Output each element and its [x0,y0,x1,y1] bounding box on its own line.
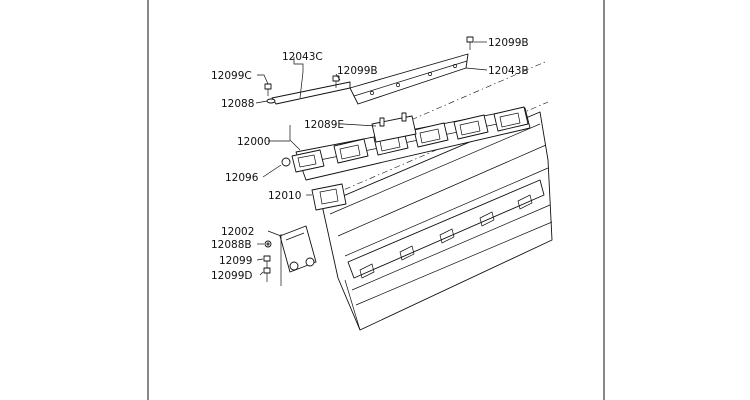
label-12010: 12010 [268,190,301,202]
washer-12088 [266,98,276,104]
label-12043B: 12043B [488,65,529,77]
gasket-12010 [311,183,347,211]
bolt-12099 [263,255,271,268]
bolt-12099B-top [466,36,474,50]
label-12088B: 12088B [211,239,252,251]
bolt-12099D [263,267,271,282]
label-12089E: 12089E [304,119,344,131]
bolt-12099C [264,83,272,96]
cylinder-head-block [321,111,553,331]
label-12002: 12002 [221,226,254,238]
label-12099D: 12099D [211,270,253,282]
label-12043C: 12043C [282,51,323,63]
label-12000: 12000 [237,136,270,148]
nut-12096 [281,157,291,167]
leader-lines [255,41,488,286]
label-12096: 12096 [225,172,259,184]
bracket-12002 [279,225,317,273]
label-12088: 12088 [221,98,254,110]
label-12099C: 12099C [211,70,252,82]
heat-shield-12043B [349,53,469,105]
washer-12088B [264,240,272,248]
exhaust-manifold-12000 [291,106,531,181]
label-12099B-top: 12099B [488,37,529,49]
insulator-plate-12043C [271,81,351,105]
label-12099: 12099 [219,255,252,267]
label-12099B-mid: 12099B [337,65,378,77]
